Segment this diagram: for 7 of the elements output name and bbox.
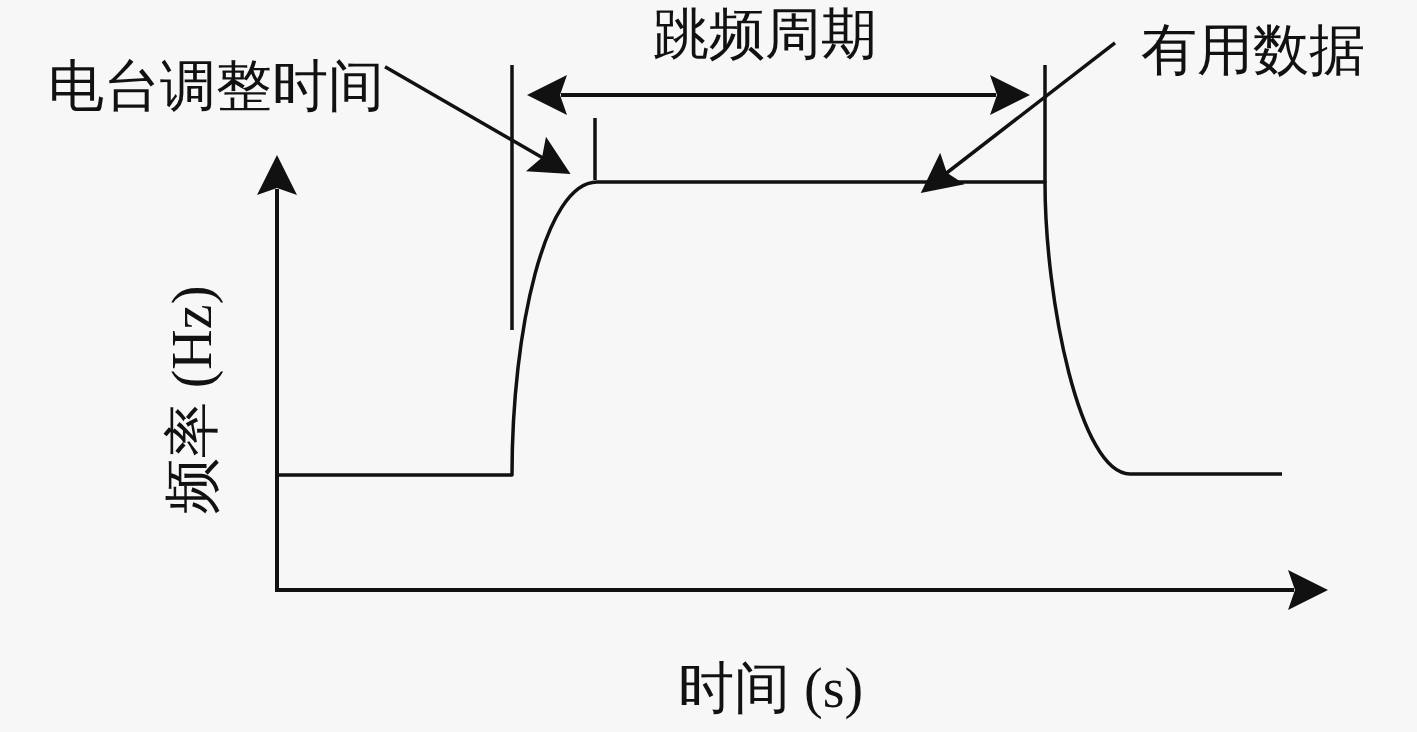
period-label: 跳频周期 — [653, 4, 877, 66]
x-axis-title: 时间 (s) — [678, 658, 864, 720]
y-axis-title: 频率 (Hz) — [162, 285, 224, 515]
annotation-label: 有用数据 — [1141, 20, 1365, 82]
leader-arrow — [384, 65, 571, 174]
leader-arrow — [920, 41, 1117, 193]
annotation-label: 电台调整时间 — [48, 56, 384, 118]
